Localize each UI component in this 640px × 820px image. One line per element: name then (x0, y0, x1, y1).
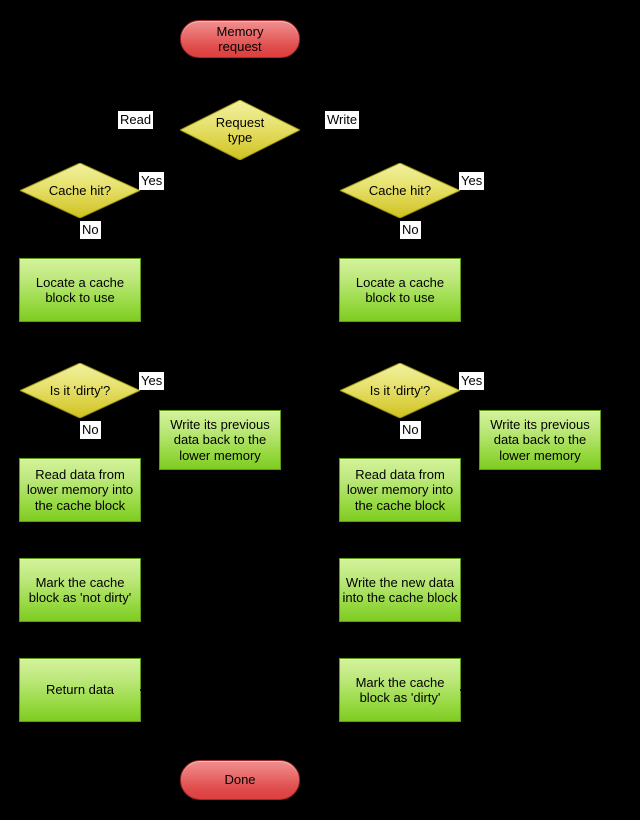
node-write-locate-block-label: Locate a cache block to use (355, 274, 445, 306)
node-read-locate-block[interactable]: Locate a cache block to use (19, 258, 141, 322)
node-request-type-line1: Request (215, 114, 265, 130)
edge-label-read-hit-no: No (80, 221, 101, 239)
edge-label-write-dirty-yes: Yes (459, 372, 485, 390)
node-read-cache-hit[interactable]: Cache hit? (20, 163, 140, 218)
node-read-mark-not-dirty-label: Mark the cache block as 'not dirty' (28, 574, 132, 606)
diamond-shape (340, 363, 460, 418)
node-write-is-dirty[interactable]: Is it 'dirty'? (340, 363, 460, 418)
diamond-shape (20, 363, 140, 418)
node-read-return-data[interactable]: Return data (19, 658, 141, 722)
edge-read-dirty-yes (140, 389, 151, 412)
edge-write-mark-to-done (300, 722, 401, 781)
node-write-store-data-label: Write the new data into the cache block (342, 574, 458, 606)
edge-read-return-to-done (79, 722, 180, 781)
node-read-cache-hit-label: Cache hit? (48, 182, 112, 198)
node-write-writeback-label: Write its previous data back to the lowe… (490, 416, 590, 463)
node-request-type[interactable]: Request type (180, 100, 300, 160)
edge-label-write-hit-no: No (400, 221, 421, 239)
node-write-cache-hit-label: Cache hit? (368, 182, 432, 198)
edge-read-hit-yes (140, 189, 151, 691)
edge-label-write: Write (325, 111, 360, 129)
node-write-fill-block[interactable]: Read data from lower memory into the cac… (339, 458, 461, 522)
node-write-mark-dirty-label: Mark the cache block as 'dirty' (355, 674, 445, 706)
node-read-fill-block-label: Read data from lower memory into the cac… (26, 466, 134, 513)
diamond-shape (20, 163, 140, 218)
edge-write-dirty-yes (460, 389, 471, 412)
edge-label-read-dirty-yes: Yes (139, 372, 165, 390)
node-read-return-data-label: Return data (46, 682, 114, 698)
node-read-mark-not-dirty[interactable]: Mark the cache block as 'not dirty' (19, 558, 141, 622)
edge-write-writeback-to-fill (461, 470, 541, 491)
node-memory-request-line1: Memory (216, 23, 264, 39)
edge-write-hit-yes (460, 189, 471, 691)
node-done[interactable]: Done (180, 760, 300, 800)
edge-read-writeback-to-fill (141, 470, 221, 491)
node-write-store-data[interactable]: Write the new data into the cache block (339, 558, 461, 622)
node-read-writeback[interactable]: Write its previous data back to the lowe… (159, 410, 281, 470)
edge-label-read: Read (118, 111, 154, 129)
node-request-type-line2: type (227, 130, 253, 145)
node-write-locate-block[interactable]: Locate a cache block to use (339, 258, 461, 322)
edge-label-read-dirty-no: No (80, 421, 101, 439)
edge-write-branch (300, 129, 401, 163)
edge-read-branch (79, 129, 180, 163)
node-write-writeback[interactable]: Write its previous data back to the lowe… (479, 410, 601, 470)
edge-label-write-hit-yes: Yes (459, 172, 485, 190)
diamond-shape (340, 163, 460, 218)
node-read-is-dirty[interactable]: Is it 'dirty'? (20, 363, 140, 418)
node-read-writeback-label: Write its previous data back to the lowe… (170, 416, 270, 463)
node-memory-request-line2: request (218, 39, 262, 54)
edge-label-read-hit-yes: Yes (139, 172, 165, 190)
node-done-label: Done (224, 772, 256, 788)
node-write-cache-hit[interactable]: Cache hit? (340, 163, 460, 218)
diamond-shape (180, 100, 300, 160)
node-read-fill-block[interactable]: Read data from lower memory into the cac… (19, 458, 141, 522)
node-write-is-dirty-label: Is it 'dirty'? (369, 382, 431, 398)
edge-label-write-dirty-no: No (400, 421, 421, 439)
node-read-is-dirty-label: Is it 'dirty'? (49, 382, 111, 398)
node-read-locate-block-label: Locate a cache block to use (35, 274, 125, 306)
node-memory-request[interactable]: Memory request (180, 20, 300, 58)
node-write-fill-block-label: Read data from lower memory into the cac… (346, 466, 454, 513)
node-write-mark-dirty[interactable]: Mark the cache block as 'dirty' (339, 658, 461, 722)
